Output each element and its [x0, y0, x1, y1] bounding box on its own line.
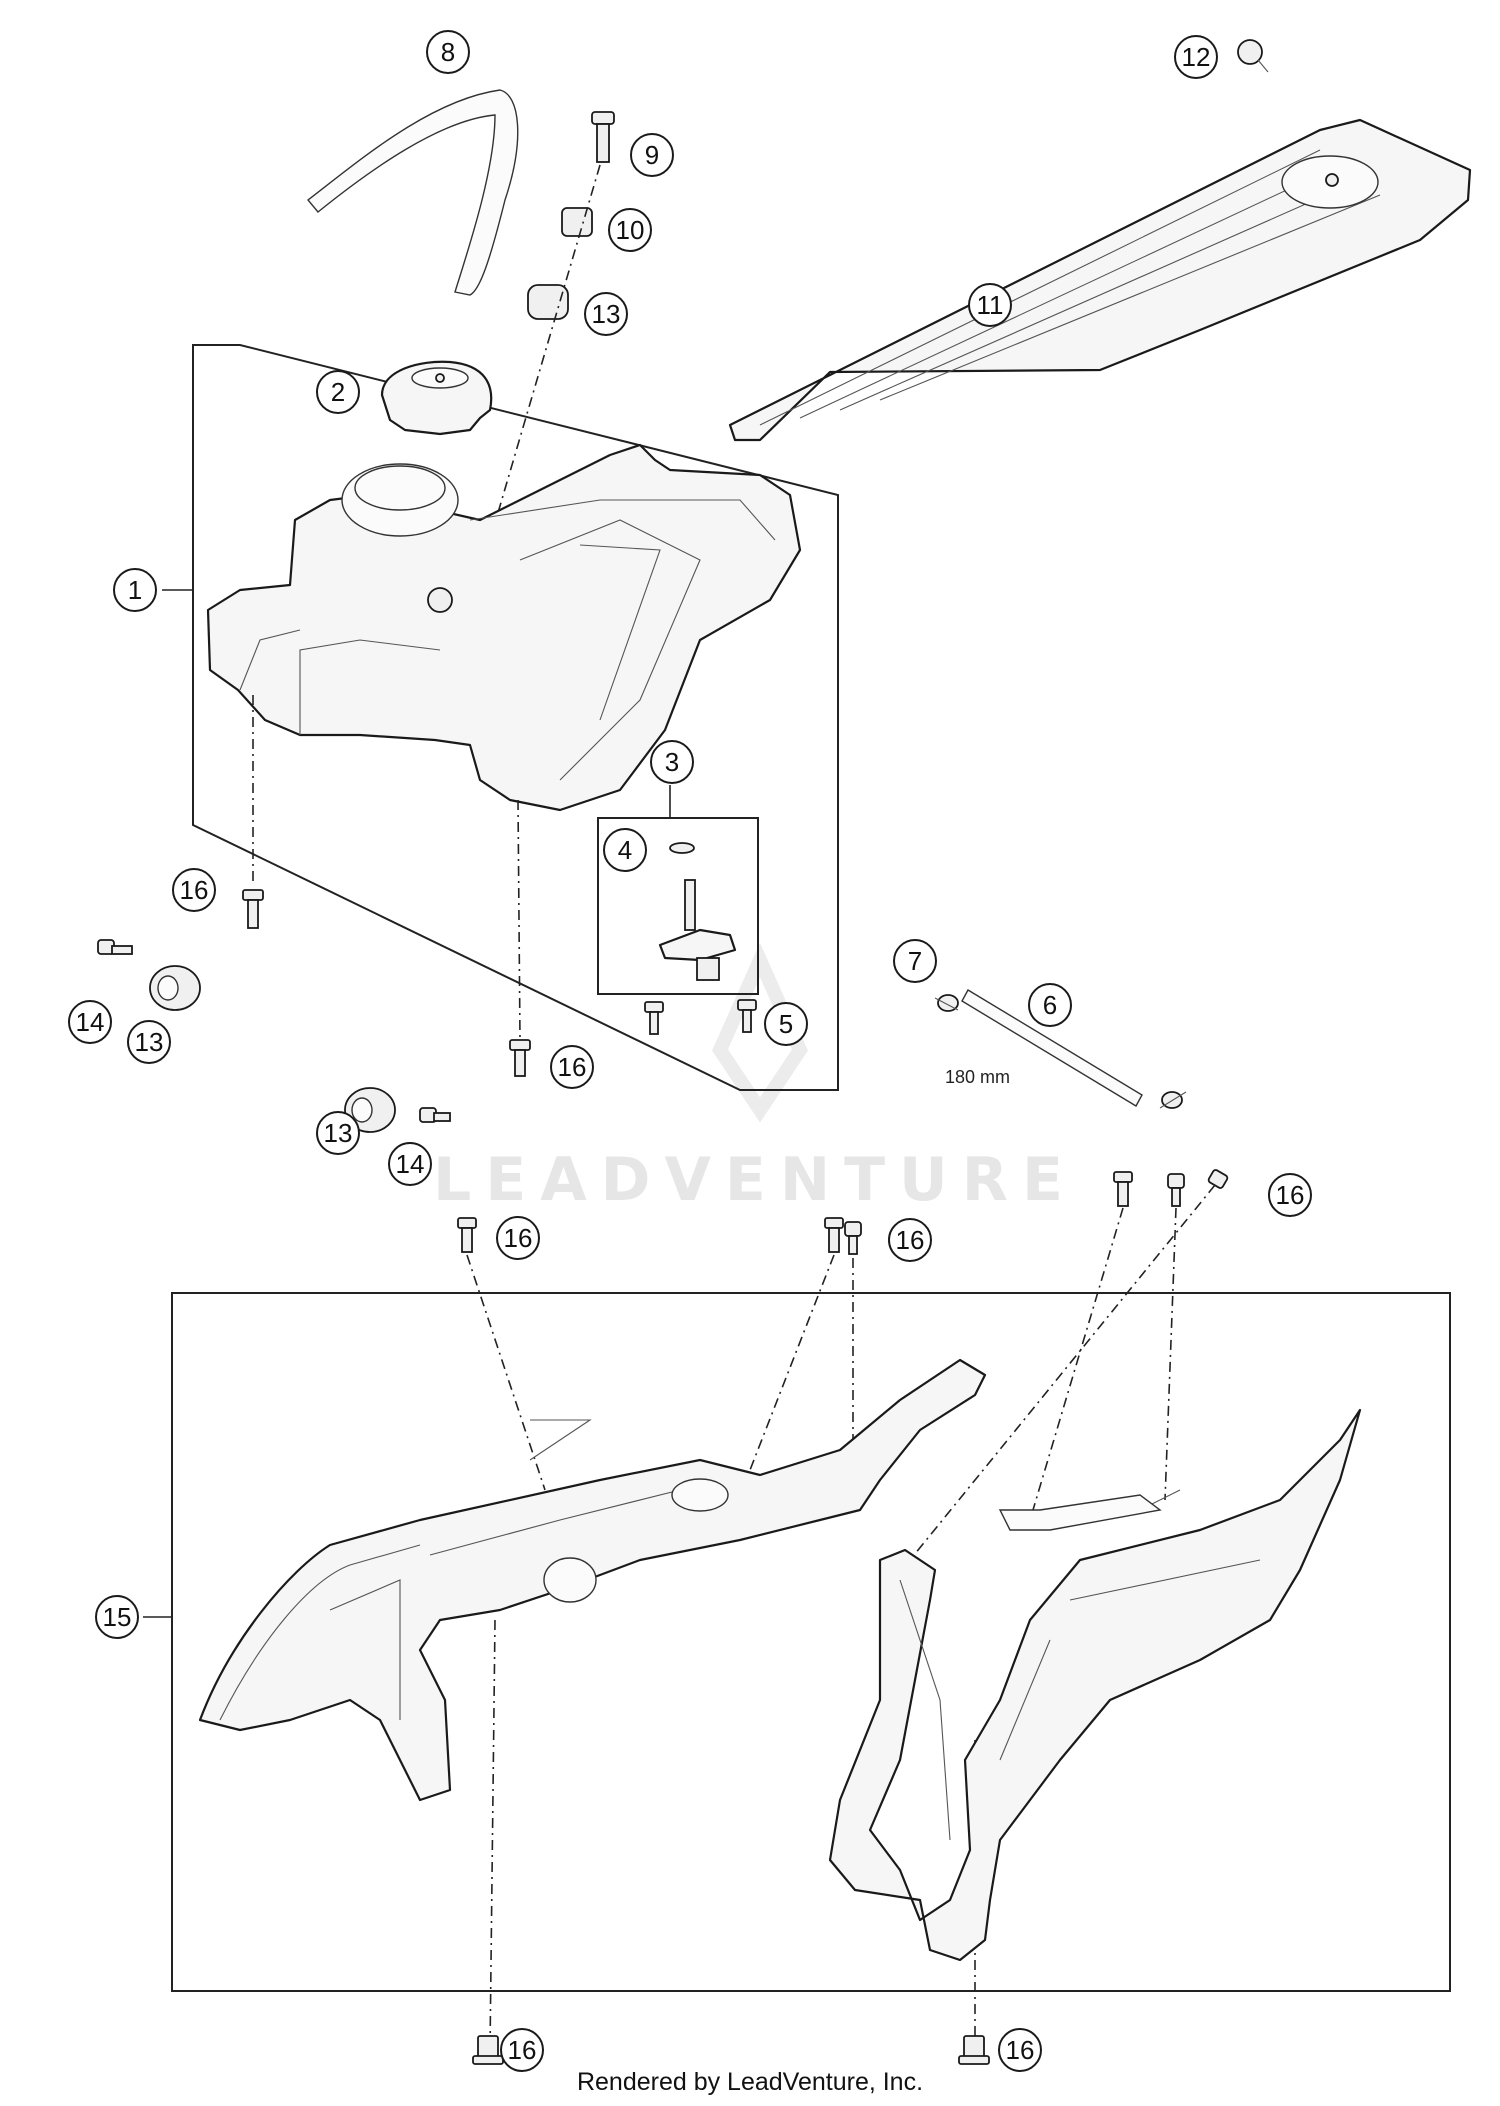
- bolt-16-bottom-left: [472, 2035, 504, 2065]
- svg-text:16: 16: [1006, 2035, 1035, 2065]
- callout-4: 4: [603, 828, 647, 872]
- bolt-16-panel-d: [1113, 1171, 1133, 1207]
- callout-14-left: 14: [68, 1000, 112, 1044]
- nut-16-panel-c: [844, 1221, 862, 1255]
- screw-14-left: [97, 939, 133, 955]
- bolt-16-panel-a: [457, 1217, 477, 1253]
- fuel-tank: [206, 443, 802, 812]
- callout-13-top: 13: [584, 292, 628, 336]
- petcock-frame: [597, 817, 759, 995]
- svg-text:13: 13: [135, 1027, 164, 1057]
- svg-text:16: 16: [558, 1052, 587, 1082]
- svg-text:14: 14: [76, 1007, 105, 1037]
- screws-5: [644, 999, 757, 1035]
- svg-text:16: 16: [504, 1223, 533, 1253]
- svg-text:14: 14: [396, 1149, 425, 1179]
- clip-12: [1237, 39, 1269, 73]
- rubber-13-top: [527, 284, 569, 320]
- svg-text:2: 2: [331, 377, 345, 407]
- svg-text:5: 5: [779, 1009, 793, 1039]
- svg-text:15: 15: [103, 1602, 132, 1632]
- callout-3: 3: [650, 740, 694, 784]
- callout-1: 1: [113, 568, 157, 612]
- right-side-panel: [828, 1408, 1362, 1962]
- svg-text:1: 1: [128, 575, 142, 605]
- svg-text:16: 16: [508, 2035, 537, 2065]
- screw-14-lower: [419, 1107, 451, 1123]
- clamp-7-left: [934, 994, 959, 1012]
- svg-text:16: 16: [180, 875, 209, 905]
- callout-13-left: 13: [127, 1020, 171, 1064]
- svg-text:11: 11: [977, 290, 1004, 320]
- svg-text:13: 13: [592, 299, 621, 329]
- tank-bolt-line-right: [517, 799, 521, 1041]
- callout-16-tank-right: 16: [550, 1045, 594, 1089]
- svg-text:4: 4: [618, 835, 632, 865]
- callout-7: 7: [893, 939, 937, 983]
- bolt-16-left-tank: [242, 889, 264, 929]
- callout-13-lower: 13: [316, 1111, 360, 1155]
- left-side-panel: [198, 1358, 987, 1802]
- callout-16-bottom-left: 16: [500, 2028, 544, 2072]
- bushing-10: [561, 207, 593, 237]
- panel-line-d: [1029, 1207, 1124, 1521]
- callout-16-panel-left: 16: [496, 1216, 540, 1260]
- callout-16-panel-mid: 16: [888, 1218, 932, 1262]
- callout-15: 15: [95, 1595, 139, 1639]
- panel-line-f: [909, 1184, 1216, 1561]
- svg-text:16: 16: [896, 1225, 925, 1255]
- callout-6: 6: [1028, 983, 1072, 1027]
- svg-text:13: 13: [324, 1118, 353, 1148]
- svg-text:8: 8: [441, 37, 455, 67]
- callout-12: 12: [1174, 35, 1218, 79]
- panel-line-b: [749, 1254, 835, 1471]
- rubber-13-left: [149, 965, 201, 1011]
- callout-2: 2: [316, 370, 360, 414]
- svg-text:12: 12: [1182, 42, 1211, 72]
- callout-5: 5: [764, 1002, 808, 1046]
- nut-16-panel-e: [1167, 1173, 1185, 1207]
- hose-length-label: 180 mm: [945, 1067, 1010, 1087]
- bolt-16-right-tank: [509, 1039, 531, 1077]
- panel-line-e: [1164, 1207, 1177, 1501]
- seat: [728, 118, 1472, 442]
- fuel-hose: [306, 89, 519, 296]
- svg-text:16: 16: [1276, 1180, 1305, 1210]
- tank-assembly-frame: [192, 344, 839, 1091]
- panel-assembly-frame: [171, 1292, 1451, 1992]
- callout-16-panel-right: 16: [1268, 1173, 1312, 1217]
- callout-14-lower: 14: [388, 1142, 432, 1186]
- nut-16-panel-f: [1207, 1169, 1229, 1189]
- panel-line-a: [466, 1254, 546, 1491]
- fuel-cap: [380, 360, 493, 436]
- watermark-text: LEADVENTURE: [433, 1145, 1077, 1215]
- bolt-16-bottom-right: [958, 2035, 990, 2065]
- screw-9: [591, 111, 615, 163]
- petcock: [658, 842, 737, 981]
- vent-hose: [961, 989, 1143, 1107]
- callout-10: 10: [608, 208, 652, 252]
- svg-text:10: 10: [616, 215, 645, 245]
- callout-9: 9: [630, 133, 674, 177]
- callout-11: 11: [968, 283, 1012, 327]
- callout-8: 8: [426, 30, 470, 74]
- svg-text:7: 7: [908, 946, 922, 976]
- svg-text:9: 9: [645, 140, 659, 170]
- callout-16-tank-left: 16: [172, 868, 216, 912]
- callout-16-bottom-right: 16: [998, 2028, 1042, 2072]
- rubber-13-lower: [344, 1087, 396, 1133]
- footer-credit: Rendered by LeadVenture, Inc.: [576, 2068, 924, 2096]
- bolt-16-panel-b: [824, 1217, 844, 1253]
- svg-text:3: 3: [665, 747, 679, 777]
- panel-line-g: [489, 1619, 496, 2051]
- svg-text:6: 6: [1043, 990, 1057, 1020]
- clamp-7-right: [1159, 1091, 1187, 1109]
